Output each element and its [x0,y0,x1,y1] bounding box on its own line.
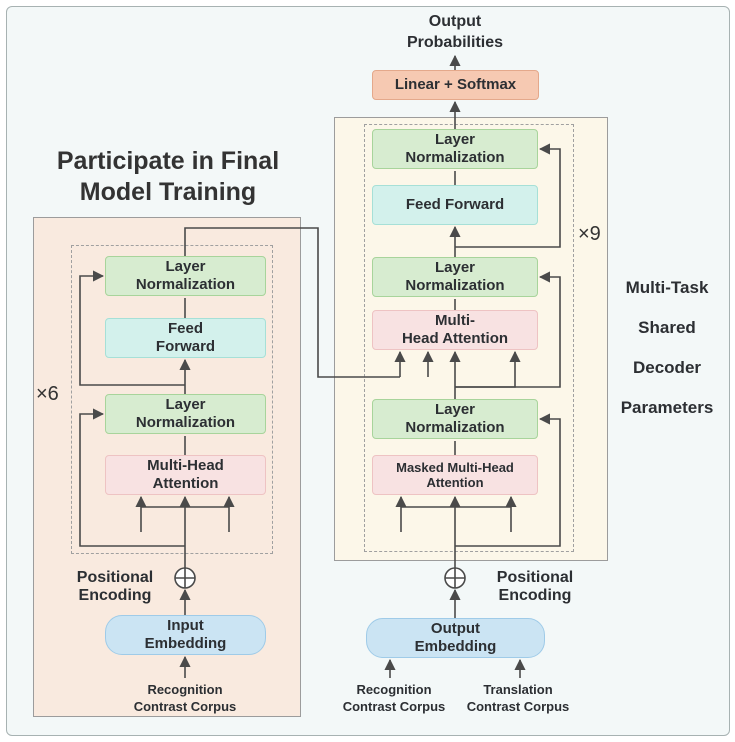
encoder-layer-norm-top: Layer Normalization [105,256,266,296]
encoder-repeat-label: ×6 [36,383,59,405]
encoder-positional-encoding-label: Positional Encoding [76,569,154,604]
encoder-repeat-block [71,245,273,554]
encoder-multi-head-attention: Multi-Head Attention [105,455,266,495]
encoder-corpus-label: Recognition Contrast Corpus [133,682,237,714]
decoder-multi-head-attention: Multi- Head Attention [372,310,538,350]
encoder-layer-norm-bottom: Layer Normalization [105,394,266,434]
encoder-title: Participate in Final Model Training [56,147,280,207]
encoder-feed-forward: Feed Forward [105,318,266,358]
decoder-positional-encoding-label: Positional Encoding [496,569,574,604]
decoder-repeat-block [364,124,574,552]
decoder-feed-forward: Feed Forward [372,185,538,225]
encoder-input-embedding: Input Embedding [105,615,266,655]
linear-softmax-block: Linear + Softmax [372,70,539,100]
output-probabilities-label: Output Probabilities [406,13,504,51]
decoder-corpus-right-label: Translation Contrast Corpus [466,682,570,714]
decoder-layer-norm-top: Layer Normalization [372,129,538,169]
decoder-masked-attention: Masked Multi-Head Attention [372,455,538,495]
decoder-layer-norm-mid: Layer Normalization [372,257,538,297]
decoder-repeat-label: ×9 [578,223,601,245]
decoder-output-embedding: Output Embedding [366,618,545,658]
decoder-layer-norm-bottom: Layer Normalization [372,399,538,439]
decoder-side-label: Multi-Task Shared Decoder Parameters [620,278,714,417]
decoder-corpus-left-label: Recognition Contrast Corpus [342,682,446,714]
